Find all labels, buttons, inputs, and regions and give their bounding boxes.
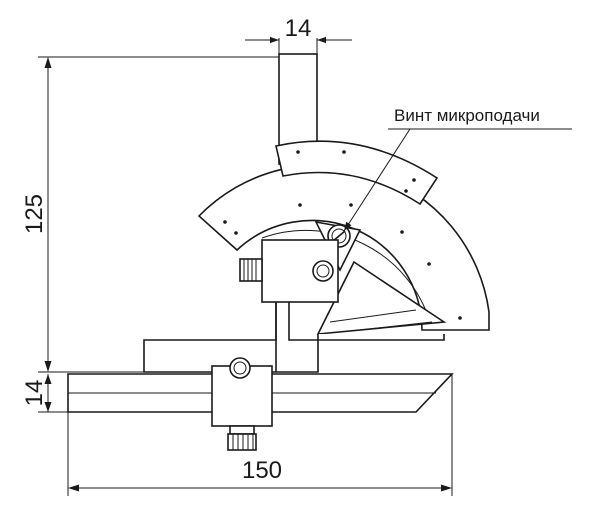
dim-ruler-length-label: 150 [242,457,282,484]
bottom-knob[interactable] [227,425,257,451]
left-knob[interactable] [239,258,263,282]
micro-feed-callout: Винт микроподачи [343,106,572,232]
clamp-screw[interactable] [312,260,334,282]
scale-inner-line [261,229,431,323]
dim-height: 125 [21,56,279,373]
sector-base [317,334,445,341]
base-plate [143,299,319,373]
sector-inner-line [329,309,417,323]
micro-feed-label: Винт микроподачи [394,106,540,125]
vernier-segment [275,140,439,206]
dim-top-width: 14 [245,15,352,54]
dim-ruler-thickness-label: 14 [21,380,48,407]
dim-height-label: 125 [21,194,48,234]
sector-inner-line-2 [359,321,433,331]
dim-ruler-thickness: 14 [21,374,68,413]
ruler-clamp-screw[interactable] [229,357,251,379]
dim-top-width-label: 14 [285,15,312,42]
dim-ruler-length: 150 [67,374,453,496]
